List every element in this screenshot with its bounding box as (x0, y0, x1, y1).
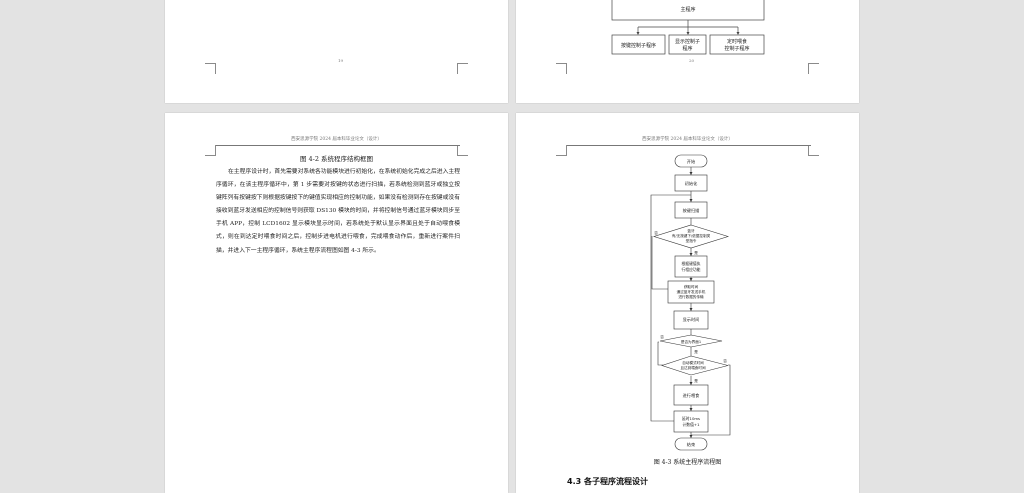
display-control-box (668, 34, 707, 55)
flow-no-2: 否 (660, 335, 664, 339)
body-paragraph: 在主程序设计时，首先需要对系统各功能模块进行初始化，在系统初始化完成之后进入主程… (216, 169, 460, 254)
flow-decision-2-label: 是否为界面1 (681, 339, 701, 344)
header-rule (567, 145, 811, 146)
flow-handle-label-2: 行相应功能 (682, 267, 701, 272)
flow-feed-label: 进行喂食 (683, 392, 701, 399)
flow-decision-3-label-1: 自动模式时间 (682, 360, 704, 365)
flow-no-3: 否 (723, 359, 727, 363)
timed-feed-box (709, 34, 765, 55)
flow-yes-2: 是 (694, 349, 698, 354)
crop-mark (556, 145, 567, 156)
flow-decision-2 (659, 334, 723, 348)
flow-display-label: 显示时间 (683, 316, 700, 323)
document-page-20: 主程序 按键控制子程序 显示控制子 程序 定时喂食 控制子程序 20 (516, 0, 859, 103)
flow-yes-3: 是 (694, 378, 698, 383)
flow-decision-3-label-2: 且达到喂食时间 (680, 365, 706, 370)
crop-mark (556, 63, 567, 74)
flow-end-label: 结束 (687, 441, 696, 448)
key-control-box (611, 34, 666, 55)
flow-init-label: 初始化 (685, 180, 698, 187)
flow-handle-label-1: 根据键值执 (682, 261, 701, 266)
section-heading: 4.3 各子程序流程设计 (567, 477, 648, 486)
flow-yes-1: 是 (694, 250, 698, 255)
document-page-19: 19 (165, 0, 508, 103)
flow-gettime-label-1: 获取时间 (684, 284, 699, 289)
flow-gettime-label-3: 进行数据的传输 (678, 294, 704, 299)
crop-mark (205, 63, 216, 74)
crop-mark (205, 145, 216, 156)
flow-decision-3 (661, 355, 729, 376)
document-page-21: 西安思源学院 2024 届本科毕业论文（设计） 图 4-2 系统程序结构框图 在… (165, 113, 508, 493)
flow-delay-label-2: 计数值+1 (683, 422, 701, 427)
running-header: 西安思源学院 2024 届本科毕业论文（设计） (642, 137, 733, 142)
crop-mark (457, 145, 468, 156)
page-number: 19 (338, 58, 344, 63)
figure-caption: 图 4-3 系统主程序流程图 (653, 459, 722, 466)
key-control-label: 按键控制子程序 (621, 42, 656, 49)
document-page-22: 西安思源学院 2024 届本科毕业论文（设计） (516, 113, 859, 493)
running-header: 西安思源学院 2024 届本科毕业论文（设计） (291, 137, 382, 142)
flow-decision-1 (652, 224, 730, 249)
structure-diagram: 主程序 按键控制子程序 显示控制子 程序 定时喂食 控制子程序 (611, 0, 765, 55)
header-rule (216, 145, 460, 146)
flow-no-1: 否 (654, 231, 658, 235)
display-control-label-2: 程序 (682, 45, 692, 52)
crop-mark (808, 145, 819, 156)
main-program-label: 主程序 (680, 6, 695, 13)
display-control-label-1: 显示控制子 (675, 38, 700, 45)
flow-decision-1-label-1: 蓝牙 (687, 228, 695, 233)
page-number: 20 (689, 58, 695, 63)
flow-gettime-label-2: 通过蓝牙发送手机 (677, 289, 706, 294)
main-program-flowchart: 开始 初始化 按键扫描 蓝牙 有/无按键下/依据控制类 型指令 是 否 根据键值… (650, 154, 731, 451)
crop-mark (457, 63, 468, 74)
flow-start (674, 154, 708, 168)
figure-caption: 图 4-2 系统程序结构框图 (299, 155, 374, 163)
flow-decision-1-label-2: 有/无按键下/依据控制类 (672, 233, 711, 238)
flow-delay-label-1: 延时10ms (682, 416, 700, 421)
flow-start-label: 开始 (687, 158, 696, 165)
flow-scan-label: 按键扫描 (683, 207, 700, 214)
timed-feed-label-2: 控制子程序 (724, 45, 749, 52)
timed-feed-label-1: 定时喂食 (727, 38, 747, 45)
crop-mark (808, 63, 819, 74)
flow-decision-1-label-3: 型指令 (686, 238, 697, 243)
